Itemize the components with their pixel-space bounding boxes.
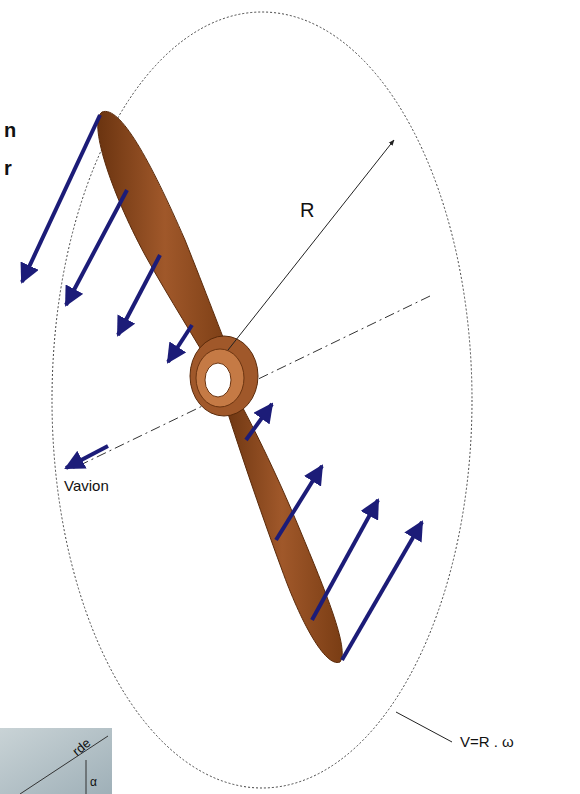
cut-text: r	[4, 158, 12, 178]
angle-symbol: α	[90, 776, 97, 788]
speed-label: Vavion	[64, 478, 109, 493]
cut-text: n	[4, 120, 16, 140]
speed-formula: V=R . ω	[460, 734, 514, 749]
radius-label: R	[300, 200, 314, 220]
